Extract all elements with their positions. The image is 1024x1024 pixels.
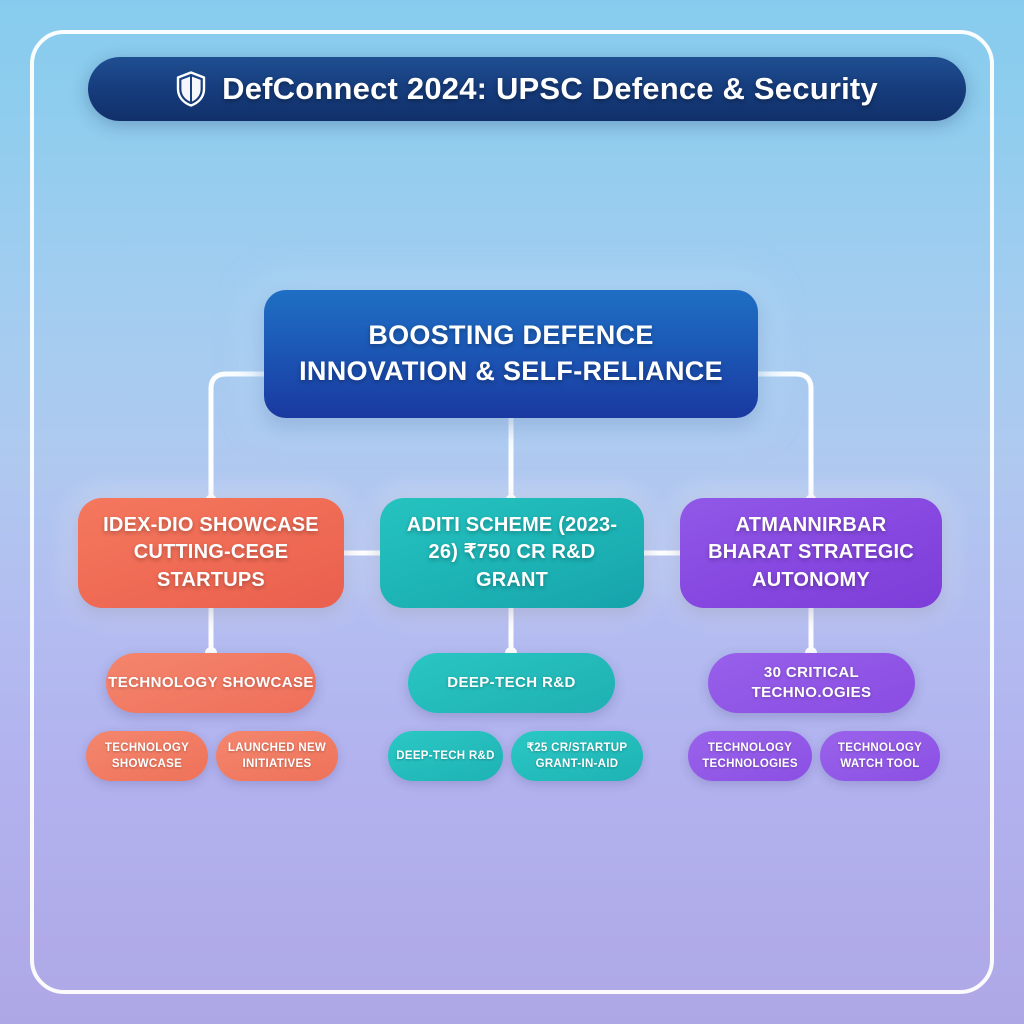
root-node-label: BOOSTING DEFENCE INNOVATION & SELF-RELIA… <box>299 320 723 386</box>
leaf-chip-label: TECHNOLOGY SHOWCASE <box>104 741 190 770</box>
sub-node-label: TECHNOLOGY SHOWCASE <box>108 673 314 691</box>
sub-node-label: 30 CRITICAL TECHNO.OGIES <box>751 663 872 701</box>
leaf-chip-label: ₹25 CR/STARTUP GRANT-IN-AID <box>526 741 628 770</box>
leaf-chip-label: TECHNOLOGY WATCH TOOL <box>837 741 923 770</box>
branch-node-aditi-scheme[interactable]: ADITI SCHEME (2023-26) ₹750 CR R&D GRANT <box>380 498 644 608</box>
leaf-chip-label: DEEP-TECH R&D <box>396 749 495 762</box>
connector-root-to-branch-2 <box>755 371 814 501</box>
branch-node-label: IDEX-DIO SHOWCASE CUTTING-CEGE STARTUPS <box>103 513 319 591</box>
leaf-chip[interactable]: TECHNOLOGY SHOWCASE <box>86 731 208 781</box>
connector-root-to-branch-0 <box>208 371 267 501</box>
leaf-chip[interactable]: DEEP-TECH R&D <box>388 731 503 781</box>
root-node-boosting-defence-innovation[interactable]: BOOSTING DEFENCE INNOVATION & SELF-RELIA… <box>264 290 758 418</box>
page-title: DefConnect 2024: UPSC Defence & Security <box>222 71 878 106</box>
sub-node-technology-showcase[interactable]: TECHNOLOGY SHOWCASE <box>106 653 316 713</box>
branch-node-label: ADITI SCHEME (2023-26) ₹750 CR R&D GRANT <box>406 513 618 591</box>
branch-node-idex-dio-showcase[interactable]: IDEX-DIO SHOWCASE CUTTING-CEGE STARTUPS <box>78 498 344 608</box>
header-title-bar: DefConnect 2024: UPSC Defence & Security <box>88 57 966 121</box>
branch-node-atmannirbar-bharat[interactable]: ATMANNIRBAR BHARAT STRATEGIC AUTONOMY <box>680 498 942 608</box>
sub-node-30-critical-technologies[interactable]: 30 CRITICAL TECHNO.OGIES <box>708 653 915 713</box>
sub-node-deep-tech-rd[interactable]: DEEP-TECH R&D <box>408 653 615 713</box>
branch-node-label: ATMANNIRBAR BHARAT STRATEGIC AUTONOMY <box>708 513 914 591</box>
shield-icon <box>176 71 206 107</box>
leaf-chip-label: LAUNCHED NEW INITIATIVES <box>227 741 327 770</box>
leaf-chip[interactable]: LAUNCHED NEW INITIATIVES <box>216 731 338 781</box>
sub-node-label: DEEP-TECH R&D <box>447 673 576 691</box>
leaf-chip[interactable]: TECHNOLOGY TECHNOLOGIES <box>688 731 812 781</box>
leaf-chip[interactable]: ₹25 CR/STARTUP GRANT-IN-AID <box>511 731 643 781</box>
leaf-chip[interactable]: TECHNOLOGY WATCH TOOL <box>820 731 940 781</box>
leaf-chip-label: TECHNOLOGY TECHNOLOGIES <box>702 741 798 770</box>
